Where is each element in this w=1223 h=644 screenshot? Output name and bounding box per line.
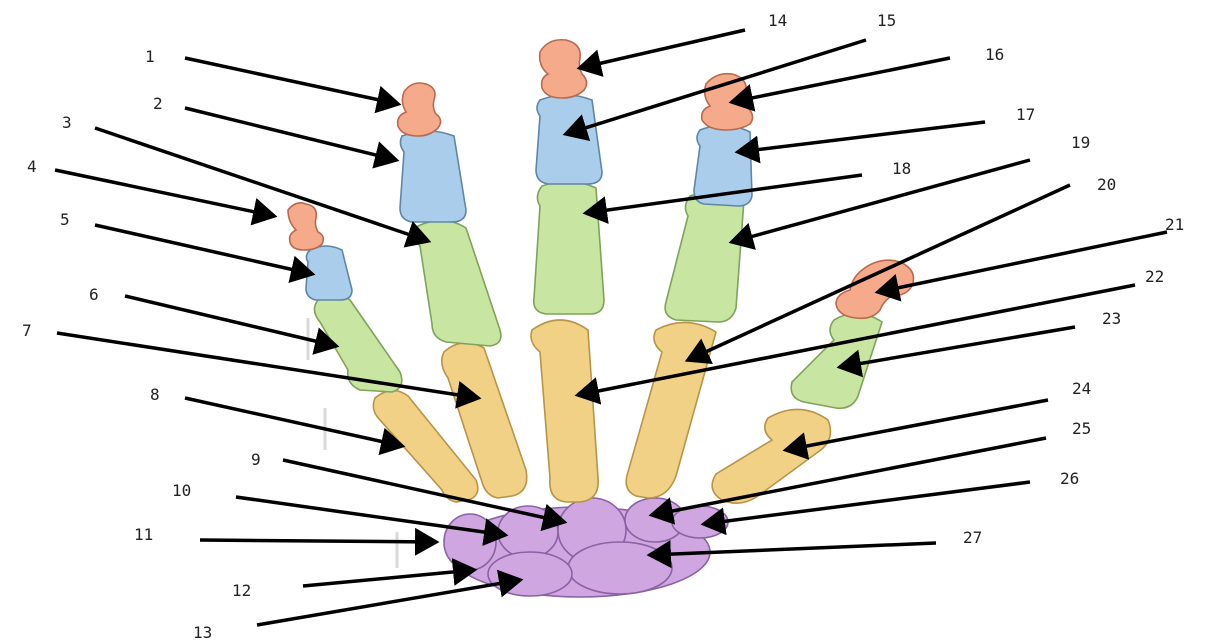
label-4: 4: [27, 157, 37, 176]
arrow-3: [95, 128, 428, 241]
arrow-13: [257, 580, 520, 625]
distal-phalanx-thumb: [836, 260, 914, 318]
arrow-19: [732, 160, 1030, 242]
middle-phalanx-middle: [536, 95, 602, 184]
carpal-bone: [568, 542, 672, 594]
label-9: 9: [251, 450, 261, 469]
metacarpal-thumb: [712, 409, 830, 503]
label-6: 6: [89, 285, 99, 304]
label-21: 21: [1165, 215, 1184, 234]
label-5: 5: [60, 210, 70, 229]
proximal-phalanx-middle: [534, 181, 604, 314]
label-19: 19: [1071, 133, 1090, 152]
label-10: 10: [172, 481, 191, 500]
distal-phalanx-middle: [540, 40, 587, 98]
label-13: 13: [193, 623, 212, 642]
arrow-11: [200, 540, 436, 542]
arrow-7: [57, 333, 478, 398]
label-26: 26: [1060, 469, 1079, 488]
metacarpal-index: [626, 322, 716, 498]
label-27: 27: [963, 528, 982, 547]
carpal-bone: [488, 552, 572, 596]
metacarpal-bones: [373, 320, 830, 503]
arrow-8: [185, 398, 402, 446]
metacarpal-middle: [531, 320, 598, 502]
arrow-14: [580, 30, 745, 68]
arrow-6: [125, 296, 336, 346]
label-11: 11: [134, 525, 153, 544]
label-22: 22: [1145, 267, 1164, 286]
arrow-1: [185, 58, 398, 104]
middle-phalanx-little: [306, 246, 352, 300]
label-12: 12: [232, 581, 251, 600]
label-18: 18: [892, 159, 911, 178]
carpal-bones: [444, 498, 728, 597]
label-2: 2: [153, 94, 163, 113]
label-7: 7: [22, 321, 32, 340]
proximal-phalanx-index: [665, 192, 744, 322]
label-24: 24: [1072, 379, 1091, 398]
arrow-16: [732, 58, 950, 102]
label-23: 23: [1102, 309, 1121, 328]
label-25: 25: [1072, 419, 1091, 438]
arrow-2: [185, 108, 396, 160]
arrow-25: [652, 438, 1046, 515]
label-8: 8: [150, 385, 160, 404]
distal-phalanx-little: [288, 203, 323, 250]
label-1: 1: [145, 47, 155, 66]
label-17: 17: [1016, 105, 1035, 124]
carpal-bone: [444, 514, 496, 570]
arrow-17: [738, 122, 985, 152]
label-16: 16: [985, 45, 1004, 64]
label-20: 20: [1097, 175, 1116, 194]
arrow-12: [303, 570, 474, 586]
proximal-phalanges: [314, 181, 882, 408]
middle-phalanx-ring: [400, 131, 466, 222]
label-3: 3: [62, 113, 72, 132]
arrow-5: [95, 225, 312, 274]
distal-phalanx-ring: [398, 83, 441, 136]
label-15: 15: [877, 11, 896, 30]
arrow-21: [878, 232, 1167, 292]
label-14: 14: [768, 11, 787, 30]
